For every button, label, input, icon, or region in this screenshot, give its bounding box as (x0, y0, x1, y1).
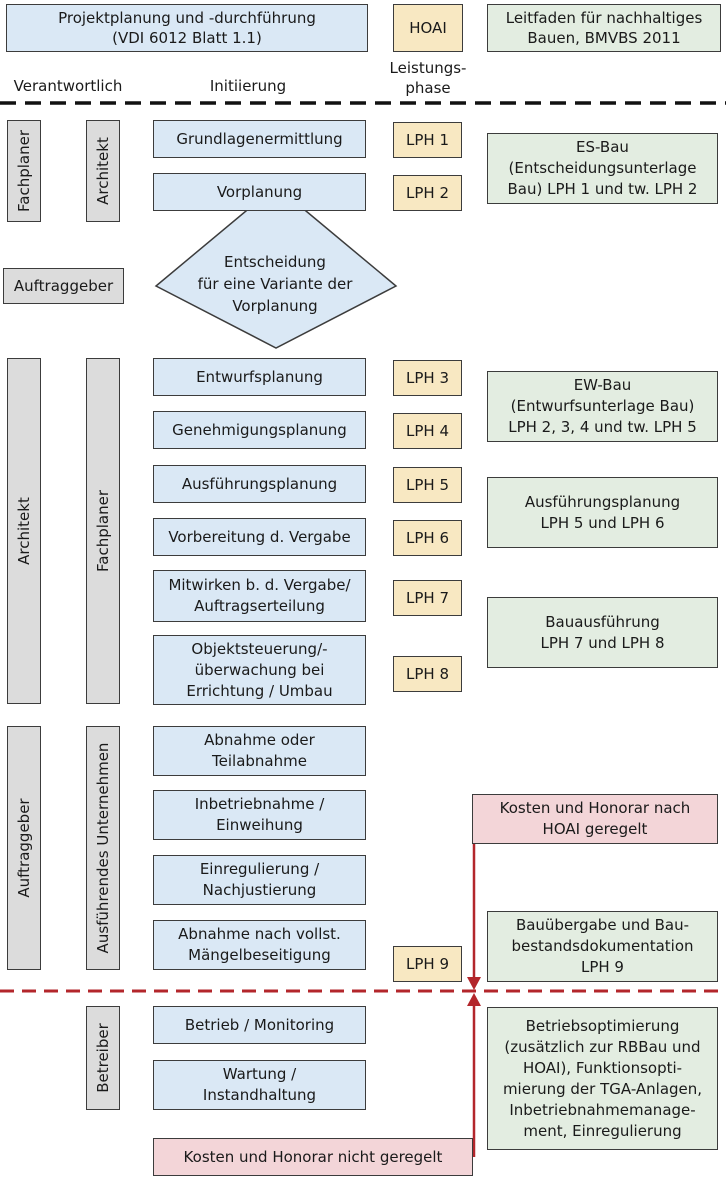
role-architekt-1: Architekt (86, 120, 120, 222)
step-objektsteuerung: Objektsteuerung/- überwachung bei Errich… (153, 635, 366, 705)
cost-regulated-box: Kosten und Honorar nach HOAI geregelt (472, 794, 718, 844)
guide-ausfuehrungsplanung: Ausführungsplanung LPH 5 und LPH 6 (487, 477, 718, 548)
phase-lph-4: LPH 4 (393, 413, 462, 449)
guide-ew-bau: EW-Bau (Entwurfsunterlage Bau) LPH 2, 3,… (487, 371, 718, 442)
step-vorbereitung-vergabe: Vorbereitung d. Vergabe (153, 518, 366, 556)
phase-lph-9: LPH 9 (393, 946, 462, 982)
col-responsible-label: Verantwortlich (13, 77, 123, 95)
role-architekt-2: Architekt (7, 358, 41, 704)
step-betrieb-monitoring: Betrieb / Monitoring (153, 1006, 366, 1044)
arrow-down-head (467, 977, 481, 990)
role-label: Fachplaner (94, 490, 112, 572)
phase-lph-2: LPH 2 (393, 175, 462, 211)
guide-bauuebergabe: Bauübergabe und Bau- bestandsdokumentati… (487, 911, 718, 982)
step-grundlagenermittlung: Grundlagenermittlung (153, 120, 366, 158)
role-auftraggeber-2: Auftraggeber (7, 726, 41, 970)
role-label: Betreiber (94, 1023, 112, 1093)
role-label: Fachplaner (15, 130, 33, 212)
step-mitwirken-vergabe: Mitwirken b. d. Vergabe/ Auftragserteilu… (153, 570, 366, 622)
guide-header: Leitfaden für nachhaltiges Bauen, BMVBS … (487, 4, 721, 52)
phase-lph-1: LPH 1 (393, 122, 462, 158)
phase-lph-3: LPH 3 (393, 360, 462, 396)
step-einregulierung: Einregulierung / Nachjustierung (153, 855, 366, 905)
decision-label: Entscheidung für eine Variante der Vorpl… (197, 253, 353, 315)
role-betreiber: Betreiber (86, 1006, 120, 1110)
phase-lph-6: LPH 6 (393, 520, 462, 556)
step-genehmigungsplanung: Genehmigungsplanung (153, 411, 366, 449)
guide-bauausfuehrung: Bauausführung LPH 7 und LPH 8 (487, 597, 718, 668)
role-label: Architekt (94, 137, 112, 205)
project-header: Projektplanung und -durchführung (VDI 60… (6, 4, 368, 52)
step-abnahme-teilabnahme: Abnahme oder Teilabnahme (153, 726, 366, 776)
phase-lph-7: LPH 7 (393, 580, 462, 616)
role-ausfuehrendes-unternehmen: Ausführendes Unternehmen (86, 726, 120, 970)
step-entwurfsplanung: Entwurfsplanung (153, 358, 366, 396)
role-fachplaner-1: Fachplaner (7, 120, 41, 222)
col-phase-label: Leistungs- phase (389, 59, 467, 97)
guide-es-bau: ES-Bau (Entscheidungsunterlage Bau) LPH … (487, 133, 718, 204)
step-vorplanung: Vorplanung (153, 173, 366, 211)
arrow-up-head (467, 993, 481, 1006)
role-label: Ausführendes Unternehmen (94, 742, 112, 954)
phase-lph-5: LPH 5 (393, 467, 462, 503)
guide-betriebsoptimierung: Betriebsoptimierung (zusätzlich zur RBBa… (487, 1007, 718, 1150)
role-fachplaner-2: Fachplaner (86, 358, 120, 704)
step-inbetriebnahme: Inbetriebnahme / Einweihung (153, 790, 366, 840)
step-ausfuehrungsplanung: Ausführungsplanung (153, 465, 366, 503)
role-auftraggeber-decision: Auftraggeber (3, 268, 124, 304)
cost-not-regulated-box: Kosten und Honorar nicht geregelt (153, 1138, 473, 1176)
decision-diamond (154, 185, 398, 349)
role-label: Architekt (15, 497, 33, 565)
hoai-header: HOAI (393, 4, 463, 52)
step-abnahme-maengel: Abnahme nach vollst. Mängelbeseitigung (153, 920, 366, 970)
col-initiation-label: Initiierung (209, 77, 287, 95)
role-label: Auftraggeber (15, 798, 33, 898)
phase-lph-8: LPH 8 (393, 656, 462, 692)
step-wartung: Wartung / Instandhaltung (153, 1060, 366, 1110)
